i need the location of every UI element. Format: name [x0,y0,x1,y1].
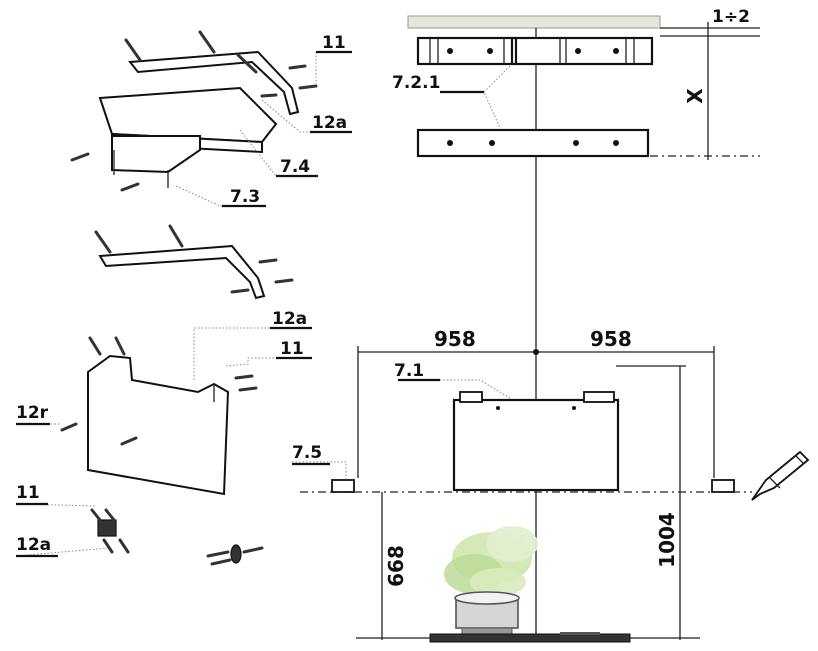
screw-icon [236,53,258,74]
screw-icon [230,288,250,294]
label-11-bottom: 11 [16,483,40,503]
screw-icon [60,422,78,432]
screw-icon [104,508,116,522]
middle-bracket [94,224,294,300]
leader-lines-left [15,50,352,558]
label-11-mid: 11 [280,339,304,359]
dimension-gap: 1÷2 X [650,7,760,160]
screw-icon [90,508,102,522]
screw-icon [210,558,232,566]
hood-body [452,391,620,492]
screw-icon [94,230,112,254]
screw-icon [298,84,318,90]
side-bracket-right [711,479,735,493]
screw-icon [274,278,294,284]
dim-668-label: 668 [384,545,408,587]
small-clip [90,508,130,554]
dimension-width: 958 958 [357,327,715,478]
pencil-icon [751,450,810,501]
screw-icon [114,336,126,356]
screw-icon [118,538,130,554]
screw-icon [234,374,254,380]
ceiling [407,15,661,29]
dim-gap-label: 1÷2 [712,7,750,27]
steam-cloud [444,526,538,596]
label-7-1: 7.1 [394,361,424,381]
label-12a-bottom: 12a [16,535,51,555]
dim-width-left: 958 [434,327,476,351]
cooking-pot [454,591,520,635]
dimension-668: 668 [381,492,408,640]
screw-icon [124,38,142,62]
screw-icon [70,152,90,162]
screw-icon [102,538,114,554]
screw-icon [198,30,216,54]
top-bracket [124,30,318,116]
screw-icon [120,436,138,446]
cooktop [356,632,700,643]
screw-icon [288,64,307,70]
dim-width-right: 958 [590,327,632,351]
dim-1004-label: 1004 [655,512,679,568]
side-bracket-left [331,479,355,493]
dimension-1004: 1004 [616,365,686,640]
screw-icon [238,386,258,392]
chimney-cover [60,336,258,496]
screw-icon [88,336,102,356]
screw-icon [242,546,264,554]
ceiling-bracket-upper [416,36,654,66]
support-bracket [70,135,201,192]
screw-icon [206,550,230,558]
screw-icon [260,93,278,98]
label-7-4: 7.4 [280,157,310,177]
label-12a-top: 12a [312,113,347,133]
screw-icon [258,258,278,264]
label-7-3: 7.3 [230,187,260,207]
screw-icon [120,182,140,192]
label-12a-mid: 12a [272,309,307,329]
loose-hardware [206,544,264,566]
ceiling-bracket-lower [416,128,650,158]
label-12r: 12r [16,403,49,423]
dim-x-label: X [683,88,707,104]
screw-icon [168,224,184,248]
label-7-5: 7.5 [292,443,322,463]
label-11-top: 11 [322,33,346,53]
label-7-2-1: 7.2.1 [392,73,440,93]
